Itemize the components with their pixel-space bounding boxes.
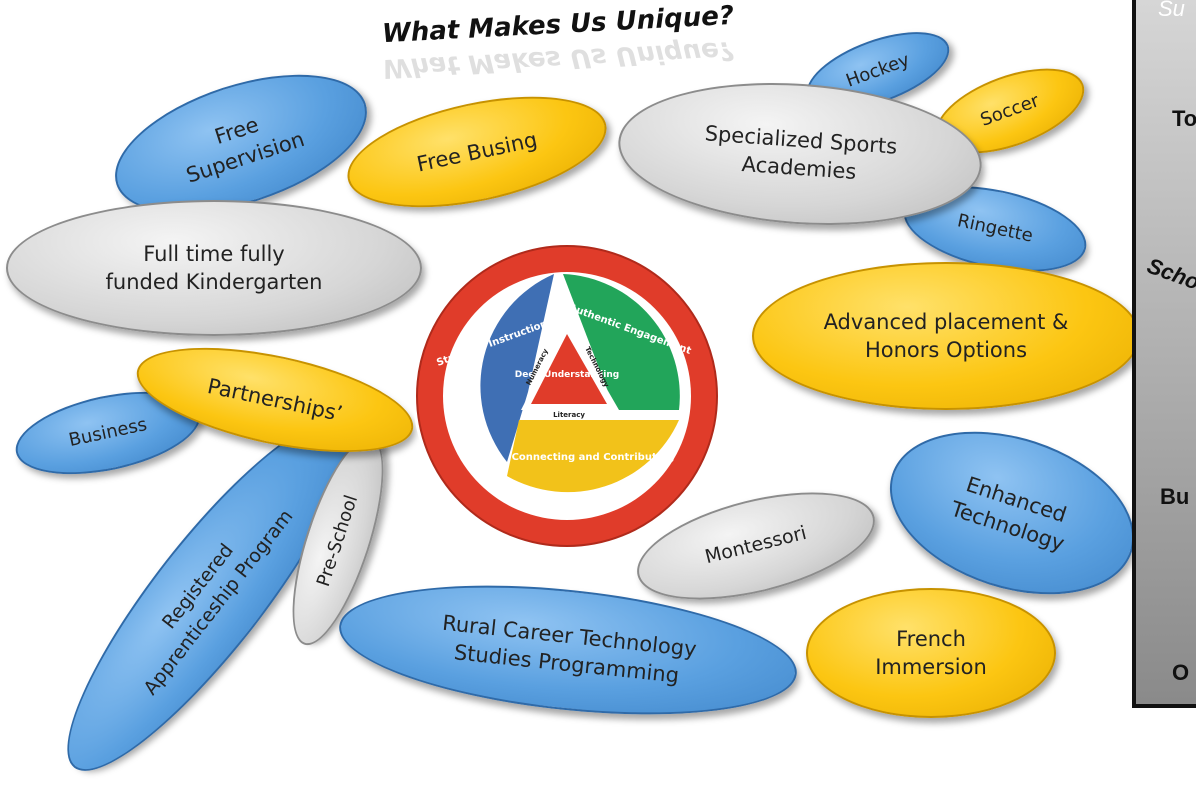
bubble-hockey-label: Hockey (843, 49, 913, 92)
bubble-kindergarten: Full time fully funded Kindergarten (6, 200, 422, 336)
bubble-business-label: Business (66, 413, 149, 451)
bubble-free-busing: Free Busing (337, 76, 617, 228)
logo-label-connecting: Connecting and Contributing (512, 452, 675, 463)
bubble-preschool-label: Pre-School (312, 492, 363, 590)
logo-core-triangle (531, 334, 607, 404)
bubble-kindergarten-line2: funded Kindergarten (105, 270, 323, 294)
logo-segment-connecting (507, 420, 679, 493)
right-panel-item-5: O (1172, 660, 1190, 685)
diagram-canvas: What Makes Us Unique? What Makes Us Uniq… (6, 0, 1196, 801)
logo-core-label: Deep Understanding (515, 370, 619, 380)
bubble-french-line2: Immersion (875, 655, 987, 679)
right-panel-item-1: Su (1158, 0, 1185, 21)
logo-segment-authentic (563, 274, 680, 410)
powerful-learning-logo: Powerful Learning Deep Understanding Str… (413, 242, 721, 550)
bubble-french-line1: French (896, 626, 966, 651)
bubble-free-busing-label: Free Busing (414, 127, 540, 177)
bubble-kindergarten-line1: Full time fully (143, 241, 285, 266)
right-panel-item-3: Scho (1143, 252, 1196, 295)
logo-segment-strategic (480, 274, 554, 462)
bubble-partnerships-label: Partnerships’ (205, 373, 345, 426)
bubble-advanced-line1: Advanced placement & (823, 309, 1069, 334)
bubble-advanced-placement: Advanced placement & Honors Options (752, 262, 1140, 410)
bubble-ringette-label: Ringette (955, 210, 1035, 247)
right-panel-item-4: Bu (1160, 484, 1190, 509)
bubble-advanced-line2: Honors Options (864, 338, 1028, 362)
right-side-panel: Su To Scho Bu O (1132, 0, 1196, 708)
bubble-soccer-label: Soccer (977, 90, 1042, 131)
right-panel-item-2: To (1172, 106, 1196, 131)
bubble-apprenticeship-line1: Registered (158, 539, 239, 634)
logo-edge-literacy: Literacy (553, 411, 585, 419)
bubble-apprenticeship-line2: Apprenticeship Program (139, 505, 298, 700)
